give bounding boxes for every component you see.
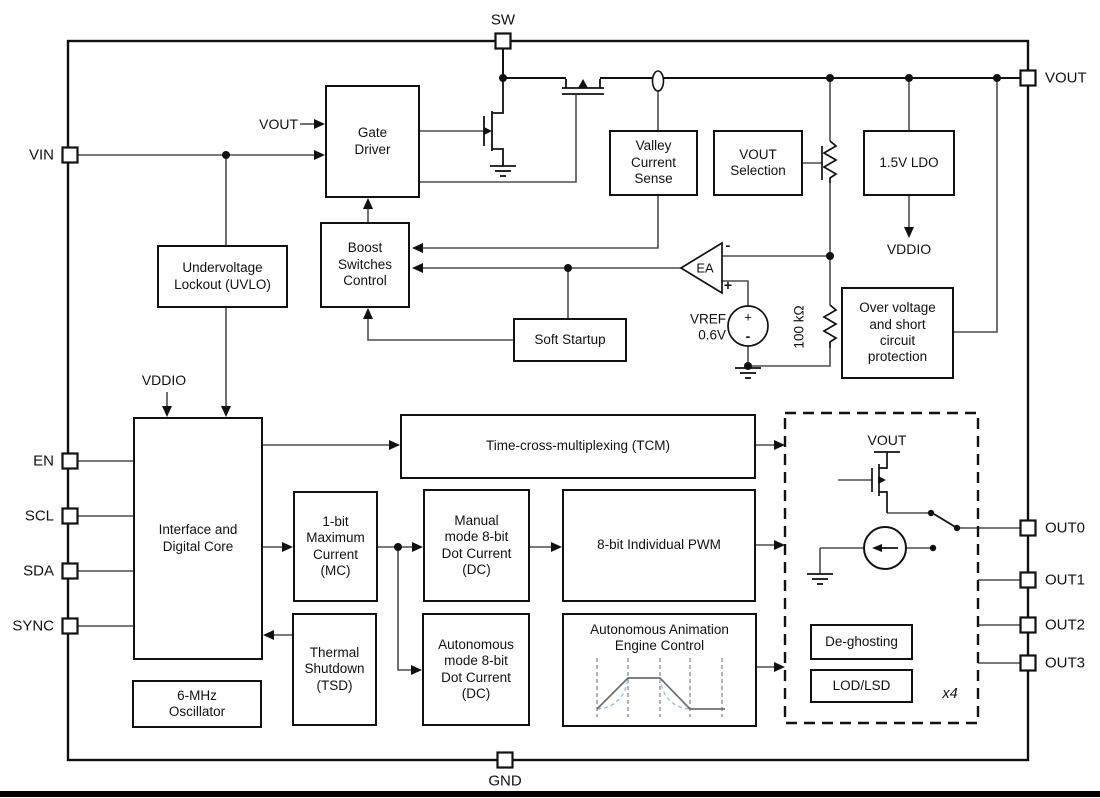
pin-scl bbox=[61, 507, 79, 525]
source-plus-sign: + bbox=[744, 309, 752, 325]
pin-label-out2: OUT2 bbox=[1045, 616, 1086, 634]
package-pins bbox=[61, 32, 1037, 769]
pin-label-vout: VOUT bbox=[1045, 69, 1087, 87]
block-ldo: 1.5V LDO bbox=[863, 130, 955, 196]
block-autonomous-dot-current: Autonomous mode 8-bit Dot Current (DC) bbox=[422, 613, 530, 726]
pin-out2 bbox=[1019, 616, 1037, 634]
block-boost-switches-control: Boost Switches Control bbox=[320, 222, 410, 308]
block-lod-lsd: LOD/LSD bbox=[810, 669, 913, 703]
stage-switch-icon bbox=[933, 513, 958, 529]
pin-label-sync: SYNC bbox=[12, 617, 54, 635]
pin-label-vin: VIN bbox=[28, 146, 54, 164]
vddio-ldo-label: VDDIO bbox=[886, 241, 932, 257]
vref-value-label: 0.6V bbox=[698, 327, 726, 343]
pin-label-out1: OUT1 bbox=[1045, 571, 1086, 589]
pin-label-en: EN bbox=[33, 452, 54, 470]
pin-label-scl: SCL bbox=[24, 507, 54, 525]
resistor-value-label: 100 kΩ bbox=[791, 305, 807, 349]
pin-out0 bbox=[1019, 519, 1037, 537]
block-individual-pwm: 8-bit Individual PWM bbox=[562, 489, 756, 602]
block-interface-digital-core: Interface and Digital Core bbox=[133, 417, 263, 660]
error-amplifier-icon bbox=[679, 241, 723, 295]
pin-out3 bbox=[1019, 654, 1037, 672]
pin-out1 bbox=[1019, 571, 1037, 589]
boost-power-rail bbox=[502, 49, 1021, 79]
block-thermal-shutdown: Thermal Shutdown (TSD) bbox=[292, 613, 377, 726]
pin-label-gnd: GND bbox=[488, 772, 522, 790]
pin-label-sda: SDA bbox=[23, 562, 54, 580]
block-manual-dot-current: Manual mode 8-bit Dot Current (DC) bbox=[423, 489, 530, 602]
pin-label-out0: OUT0 bbox=[1045, 519, 1086, 537]
current-sense-loop-icon bbox=[651, 70, 665, 92]
block-gate-driver: Gate Driver bbox=[325, 85, 420, 198]
block-tcm: Time-cross-multiplexing (TCM) bbox=[400, 414, 756, 479]
vref-label: VREF bbox=[689, 311, 726, 327]
vddio-core-label: VDDIO bbox=[141, 372, 187, 388]
bottom-rule bbox=[0, 791, 1100, 797]
pin-vin bbox=[61, 146, 79, 164]
block-deghosting: De-ghosting bbox=[810, 624, 913, 660]
block-max-current: 1-bit Maximum Current (MC) bbox=[293, 491, 378, 602]
low-side-mosfet-icon bbox=[483, 79, 504, 166]
junction-dots bbox=[222, 74, 1001, 552]
pin-en bbox=[61, 452, 79, 470]
pin-sw bbox=[494, 32, 512, 50]
package-outline bbox=[66, 39, 1030, 762]
arrowheads bbox=[162, 119, 914, 675]
block-vout-selection: VOUT Selection bbox=[713, 130, 803, 196]
error-amp-label: EA bbox=[696, 260, 714, 276]
stage-vout-label: VOUT bbox=[867, 432, 907, 448]
animation-waveform-icon bbox=[596, 658, 725, 717]
stage-pmos-icon bbox=[871, 451, 900, 513]
block-soft-startup: Soft Startup bbox=[513, 318, 627, 362]
ea-plus-sign: + bbox=[723, 277, 733, 293]
block-uvlo: Undervoltage Lockout (UVLO) bbox=[157, 245, 288, 308]
block-ovp: Over voltage and short circuit protectio… bbox=[841, 287, 954, 379]
pin-sync bbox=[61, 617, 79, 635]
feedback-divider-icon bbox=[821, 140, 838, 348]
x4-stage-dashed-box bbox=[783, 411, 980, 725]
pin-sda bbox=[61, 562, 79, 580]
pin-gnd bbox=[496, 751, 514, 769]
block-oscillator: 6-MHz Oscillator bbox=[132, 680, 262, 728]
source-minus-sign: - bbox=[745, 328, 751, 344]
pin-label-sw: SW bbox=[490, 11, 516, 29]
x4-multiplier-label: x4 bbox=[942, 686, 958, 702]
vout-feed-label: VOUT bbox=[259, 116, 298, 132]
vref-source-icon bbox=[727, 305, 769, 347]
block-valley-current-sense: Valley Current Sense bbox=[609, 130, 698, 196]
pin-label-out3: OUT3 bbox=[1045, 654, 1086, 672]
pin-vout bbox=[1019, 69, 1037, 87]
ea-minus-sign: - bbox=[725, 237, 731, 253]
